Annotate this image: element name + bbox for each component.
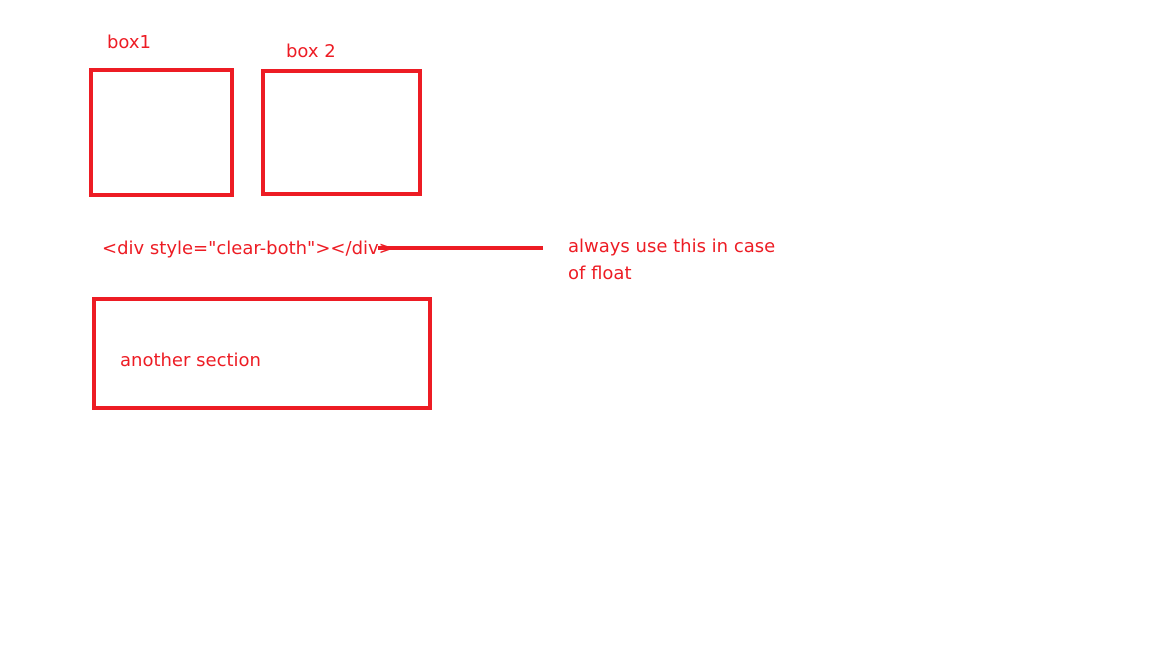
box1 [89, 68, 234, 197]
note-line-1: always use this in case [568, 236, 776, 257]
another-section-label: another section [120, 350, 261, 371]
box1-label: box1 [107, 32, 151, 53]
box2-label: box 2 [286, 41, 336, 62]
connector-line [378, 246, 543, 250]
clear-div-code-label: <div style="clear-both"></div> [102, 238, 394, 259]
note-line-2: of float [568, 263, 632, 284]
box2 [261, 69, 422, 196]
another-section-box [92, 297, 432, 410]
